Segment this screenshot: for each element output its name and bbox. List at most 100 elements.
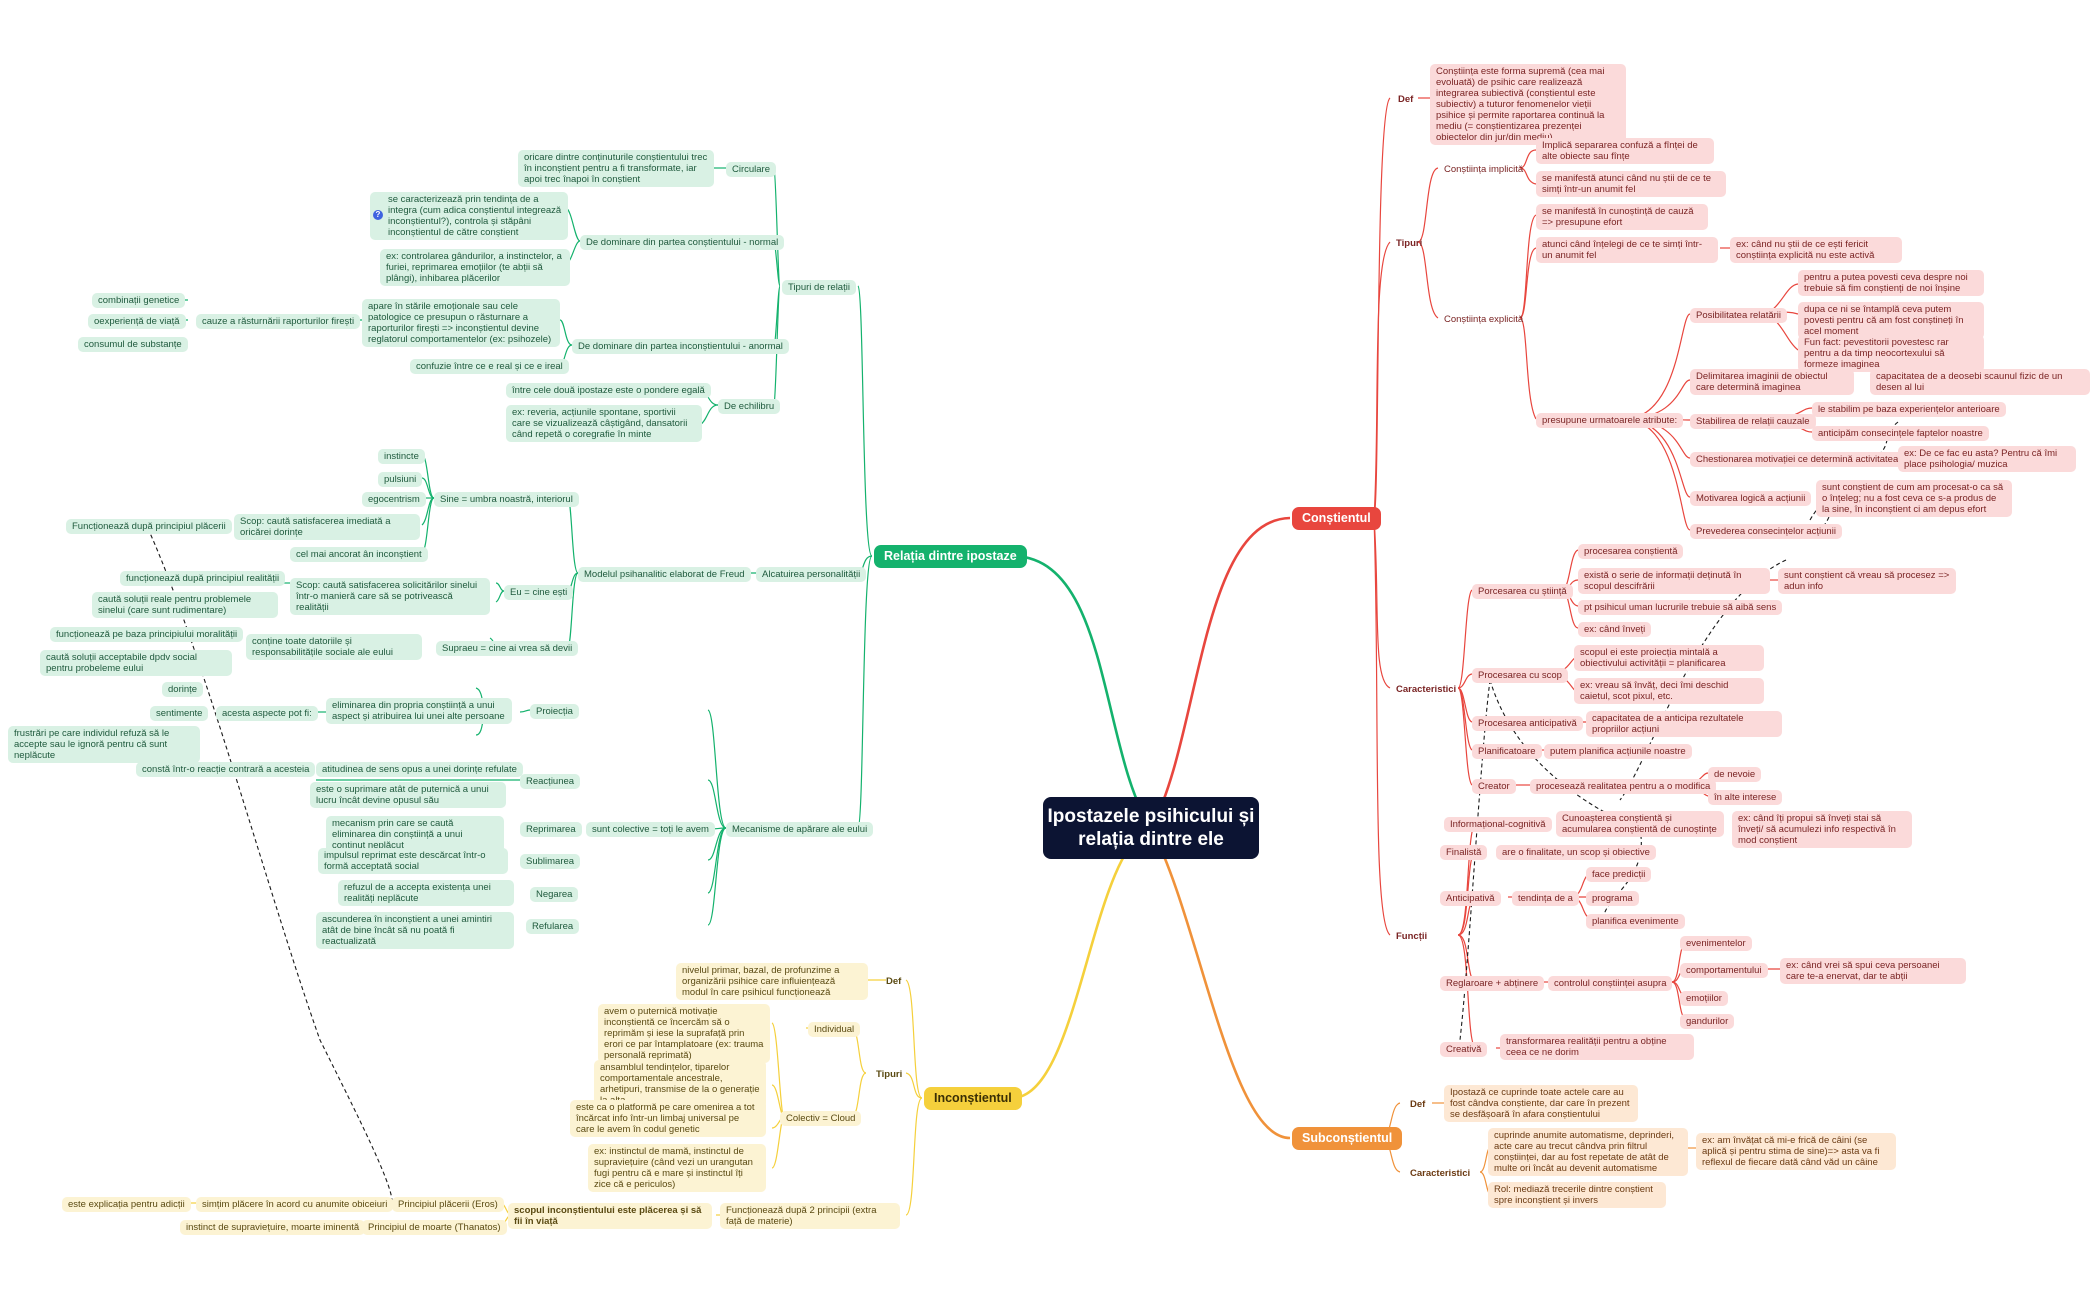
r-sine[interactable]: Sine = umbra noastră, interiorul	[434, 492, 579, 507]
r-ref[interactable]: Refularea	[526, 919, 580, 934]
r-mec[interactable]: Mecanisme de apărare ale eului	[726, 822, 874, 837]
i-ind1: avem o puternică motivație inconștientă …	[598, 1004, 770, 1063]
i-tipuri[interactable]: Tipuri	[876, 1069, 903, 1080]
r-neg[interactable]: Negarea	[530, 887, 579, 902]
c-cre[interactable]: Creativă	[1440, 1042, 1488, 1057]
c-delim1: capacitatea de a deosebi scaunul fizic d…	[1870, 369, 2090, 395]
r-tip[interactable]: Tipuri de relații	[782, 280, 856, 295]
r-sup[interactable]: Supraeu = cine ai vrea să devii	[436, 641, 579, 656]
c-proc1a: procesarea conștientă	[1578, 544, 1684, 559]
r-rea1a: constă într-o reacție contrară a acestei…	[136, 762, 316, 777]
c-motiv[interactable]: Motivarea logică a acțiunii	[1690, 491, 1812, 506]
c-proc2[interactable]: Procesarea cu scop	[1472, 668, 1568, 683]
i-def[interactable]: Def	[886, 976, 902, 987]
c-inf1a: ex: când îți propui să înveți stai să în…	[1732, 811, 1912, 848]
c-reg1: controlul conștiinței asupra	[1548, 976, 1673, 991]
r-dc1: ? se caracterizează prin tendința de a i…	[370, 192, 568, 240]
i-scop: scopul inconștientului este plăcerea și …	[508, 1203, 712, 1229]
c-poss[interactable]: Posibilitatea relatării	[1690, 308, 1788, 323]
c-cre1: transformarea realității pentru a obține…	[1500, 1034, 1694, 1060]
i-func[interactable]: Funcționează după 2 principii (extra faț…	[720, 1203, 900, 1229]
c-def[interactable]: Def	[1398, 94, 1414, 105]
r-sine4a: Funcționează după principiul plăcerii	[66, 519, 232, 534]
central-topic[interactable]: Ipostazele psihicului și relația dintre …	[1043, 797, 1259, 859]
r-cz3: consumul de substanțe	[78, 337, 188, 352]
r-rea2: este o suprimare atât de puternică a unu…	[310, 782, 506, 808]
s-car2: Rol: mediază trecerile dintre conștient …	[1488, 1182, 1666, 1208]
c-impl[interactable]: Conștiința implicită	[1444, 164, 1524, 175]
c-inf[interactable]: Informațional-cognitivă	[1444, 817, 1552, 832]
c-fct[interactable]: Funcții	[1396, 931, 1428, 942]
c-chest[interactable]: Chestionarea motivației ce determină act…	[1690, 452, 1905, 467]
c-impl1: Implică separarea confuză a fînței de al…	[1536, 138, 1714, 164]
r-neg1: refuzul de a accepta existența unei real…	[338, 880, 514, 906]
r-cz2: oexperiență de viață	[88, 314, 186, 329]
c-impl2: se manifestă atunci când nu știi de ce t…	[1536, 171, 1726, 197]
c-proc3[interactable]: Procesarea anticipativă	[1472, 716, 1583, 731]
c-creat[interactable]: Creator	[1472, 779, 1516, 794]
r-dc2: ex: controlarea gândurilor, a instinctel…	[380, 249, 570, 286]
i-col2: este ca o platformă pe care omenirea a t…	[570, 1100, 766, 1137]
c-creat1: procesează realitatea pentru a o modific…	[1530, 779, 1717, 794]
r-cz1: combinații genetice	[92, 293, 186, 308]
r-eu[interactable]: Eu = cine ești	[504, 585, 574, 600]
c-creat1b: în alte interese	[1708, 790, 1783, 805]
c-car[interactable]: Caracteristici	[1396, 684, 1457, 695]
c-proc2b: ex: vreau să învăț, deci îmi deschid cai…	[1574, 678, 1764, 704]
topic-subconstient[interactable]: Subconștientul	[1292, 1127, 1403, 1150]
i-pp[interactable]: Principiul plăcerii (Eros)	[392, 1197, 504, 1212]
r-alc[interactable]: Alcatuirea personalității	[756, 567, 867, 582]
r-circ1: oricare dintre conținuturile conștientul…	[518, 150, 714, 187]
r-ech[interactable]: De echilibru	[718, 399, 781, 414]
r-di[interactable]: De dominare din partea inconștientului -…	[572, 339, 789, 354]
i-ind[interactable]: Individual	[808, 1022, 861, 1037]
i-col[interactable]: Colectiv = Cloud	[780, 1111, 862, 1126]
c-expl[interactable]: Conștiința explicită	[1444, 314, 1524, 325]
c-ant1c: planifica evenimente	[1586, 914, 1685, 929]
c-proc1b1: sunt conștient că vreau să procesez => a…	[1778, 568, 1956, 594]
r-dc[interactable]: De dominare din partea conștientului - n…	[580, 235, 785, 250]
r-model[interactable]: Modelul psihanalitic elaborat de Freud	[578, 567, 751, 582]
i-def-text: nivelul primar, bazal, de profunzime a o…	[676, 963, 868, 1000]
s-car[interactable]: Caracteristici	[1410, 1168, 1471, 1179]
r-pro[interactable]: Proiecția	[530, 704, 579, 719]
c-prev[interactable]: Prevederea consecințelor acțiunii	[1690, 524, 1842, 539]
r-rea[interactable]: Reacțiunea	[520, 774, 581, 789]
s-def[interactable]: Def	[1410, 1099, 1426, 1110]
r-sub[interactable]: Sublimarea	[520, 854, 581, 869]
question-icon: ?	[373, 210, 383, 220]
c-proc2a: scopul ei este proiecția mintală a obiec…	[1574, 645, 1764, 671]
r-rep[interactable]: Reprimarea	[520, 822, 582, 837]
r-ech2: ex: reveria, acțiunile spontane, sportiv…	[506, 405, 702, 442]
c-fin[interactable]: Finalistă	[1440, 845, 1488, 860]
c-reg[interactable]: Reglaroare + abținere	[1440, 976, 1545, 991]
r-sup1a: funcționează pe baza principiului morali…	[50, 627, 244, 642]
c-reg1b1: ex: când vrei să spui ceva persoanei car…	[1780, 958, 1966, 984]
s-car1a: ex: am învățat că mi-e frică de câini (s…	[1696, 1133, 1896, 1170]
r-sine4: Scop: caută satisfacerea imediată a oric…	[234, 514, 420, 540]
c-stab[interactable]: Stabilirea de relații cauzale	[1690, 414, 1816, 429]
topic-inconstient[interactable]: Inconștientul	[924, 1087, 1022, 1110]
i-pm[interactable]: Principiul de moarte (Thanatos)	[362, 1220, 507, 1235]
c-ant1b: programa	[1586, 891, 1639, 906]
r-sine2: pulsiuni	[378, 472, 423, 487]
c-tipuri[interactable]: Tipuri	[1396, 238, 1423, 249]
c-pres[interactable]: presupune urmatoarele atribute:	[1536, 413, 1684, 428]
c-delim[interactable]: Delimitarea imaginii de obiectul care de…	[1690, 369, 1854, 395]
c-proc1d: ex: când înveți	[1578, 622, 1652, 637]
r-sine3: egocentrism	[362, 492, 426, 507]
r-sine5: cel mai ancorat ân inconștient	[290, 547, 428, 562]
r-eu1b: caută soluții reale pentru problemele si…	[92, 592, 278, 618]
c-def-text: Conștiința este forma supremă (cea mai e…	[1430, 64, 1626, 145]
topic-constient[interactable]: Conștientul	[1292, 507, 1381, 530]
topic-relatia[interactable]: Relația dintre ipostaze	[874, 545, 1027, 568]
c-proc1[interactable]: Porcesarea cu știință	[1472, 584, 1573, 599]
c-plan[interactable]: Planificatoare	[1472, 744, 1542, 759]
c-poss3: Fun fact: pevestitorii povestesc rar pen…	[1798, 335, 1984, 372]
r-circ[interactable]: Circulare	[726, 162, 777, 177]
r-di1a: cauze a răsturnării raporturilor firești	[196, 314, 361, 329]
r-rea1: atitudinea de sens opus a unei dorințe r…	[316, 762, 523, 777]
c-expl2a: ex: când nu știi de ce ești fericit conș…	[1730, 237, 1902, 263]
c-poss1: pentru a putea povesti ceva despre noi t…	[1798, 270, 1984, 296]
c-ant[interactable]: Anticipativă	[1440, 891, 1501, 906]
